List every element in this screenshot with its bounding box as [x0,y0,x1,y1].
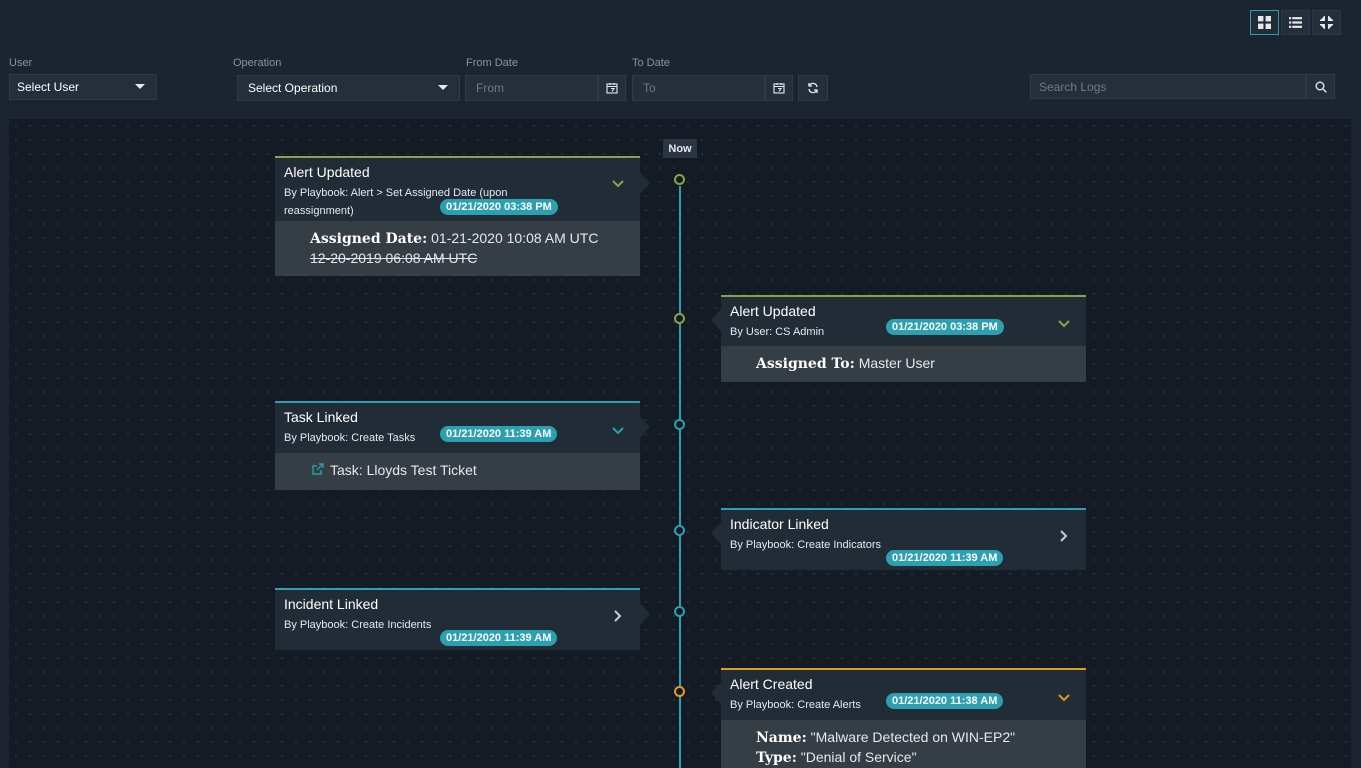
list-view-button[interactable] [1281,10,1310,35]
user-filter-label: User [9,57,33,69]
view-toggle [1248,10,1341,35]
timeline-event-card[interactable]: Incident Linked By Playbook: Create Inci… [275,588,640,650]
event-timestamp-badge: 01/21/2020 03:38 PM [440,199,558,215]
search-button[interactable] [1306,74,1335,99]
event-actor: By Playbook: Create Tasks [284,432,416,444]
collapse-view-button[interactable] [1312,10,1341,35]
event-timestamp-badge: 01/21/2020 11:39 AM [886,550,1004,566]
chevron-down-icon[interactable] [612,180,624,188]
event-actor: By Playbook: Alert > Set Assigned Date (… [284,187,508,199]
list-icon [1289,17,1302,28]
timeline-node [674,606,685,617]
detail-old-value: 12-20-2019 06:08 AM UTC [310,250,478,266]
event-title: Incident Linked [284,596,379,612]
grid-view-button[interactable] [1250,10,1279,35]
task-link[interactable]: Task: Lloyds Test Ticket [330,462,477,478]
calendar-icon [606,83,618,94]
detail-label: Assigned To: [756,356,855,372]
event-title: Alert Updated [284,164,370,180]
card-pointer [711,682,721,704]
event-actor: By User: CS Admin [730,326,825,338]
event-title: Alert Created [730,676,813,692]
from-date-placeholder: From [476,81,504,95]
event-actor: By Playbook: Create Incidents [284,619,432,631]
to-date-input[interactable]: To [632,75,765,101]
user-select-value: Select User [17,80,80,94]
user-select[interactable]: Select User [9,74,157,100]
event-title: Indicator Linked [730,516,829,532]
search-icon [1315,81,1327,93]
from-date-calendar-button[interactable] [598,75,626,101]
chevron-right-icon[interactable] [1060,530,1068,542]
timeline-event-card[interactable]: Alert Updated By User: CS Admin 01/21/20… [721,295,1086,382]
card-pointer [711,522,721,544]
event-actor: By Playbook: Create Alerts [730,699,861,711]
timeline-event-card[interactable]: Task Linked By Playbook: Create Tasks 01… [275,401,640,490]
card-pointer [640,603,650,625]
detail-value: Master User [858,355,935,371]
event-timestamp-badge: 01/21/2020 11:38 AM [886,693,1004,709]
event-actor-cont: reassignment) [284,205,354,217]
chevron-down-icon[interactable] [612,427,624,435]
type-label: Type: [756,750,797,766]
timeline-node [674,525,685,536]
grid-icon [1258,16,1271,29]
event-title: Alert Updated [730,303,816,319]
refresh-button[interactable] [798,75,828,101]
collapse-icon [1320,16,1333,29]
timeline-line [679,186,681,768]
event-timestamp-badge: 01/21/2020 03:38 PM [886,319,1004,335]
now-marker: Now [663,139,697,158]
chevron-right-icon[interactable] [614,610,622,622]
name-label: Name: [756,730,807,746]
to-date-placeholder: To [643,81,656,95]
chevron-down-icon[interactable] [1058,320,1070,328]
timeline-event-card[interactable]: Alert Created By Playbook: Create Alerts… [721,668,1086,768]
timeline-node [674,174,685,185]
operation-select[interactable]: Select Operation [237,75,460,101]
to-date-calendar-button[interactable] [765,75,793,101]
search-logs-input[interactable]: Search Logs [1030,74,1306,99]
event-timestamp-badge: 01/21/2020 11:39 AM [440,630,558,646]
timeline-node [674,419,685,430]
search-logs-placeholder: Search Logs [1039,79,1107,94]
chevron-down-icon [438,85,448,90]
refresh-icon [808,82,818,94]
calendar-icon [773,83,785,94]
card-pointer [711,309,721,331]
timeline-node [674,686,685,697]
name-value: "Malware Detected on WIN-EP2" [810,729,1016,745]
timeline-event-card[interactable]: Alert Updated By Playbook: Alert > Set A… [275,156,640,276]
card-pointer [640,172,650,194]
event-timestamp-badge: 01/21/2020 11:39 AM [440,426,558,442]
operation-filter-label: Operation [233,57,282,69]
detail-label: Assigned Date: [310,231,428,247]
type-value: "Denial of Service" [800,749,917,765]
to-date-label: To Date [632,57,670,69]
operation-select-value: Select Operation [248,81,338,95]
from-date-input[interactable]: From [465,75,598,101]
chevron-down-icon [135,84,145,89]
detail-value: 01-21-2020 10:08 AM UTC [431,230,599,246]
timeline-node [674,313,685,324]
from-date-label: From Date [466,57,518,69]
card-pointer [640,416,650,438]
event-title: Task Linked [284,409,358,425]
event-actor: By Playbook: Create Indicators [730,539,882,551]
timeline-event-card[interactable]: Indicator Linked By Playbook: Create Ind… [721,508,1086,570]
external-link-icon[interactable] [311,463,324,476]
chevron-down-icon[interactable] [1058,694,1070,702]
